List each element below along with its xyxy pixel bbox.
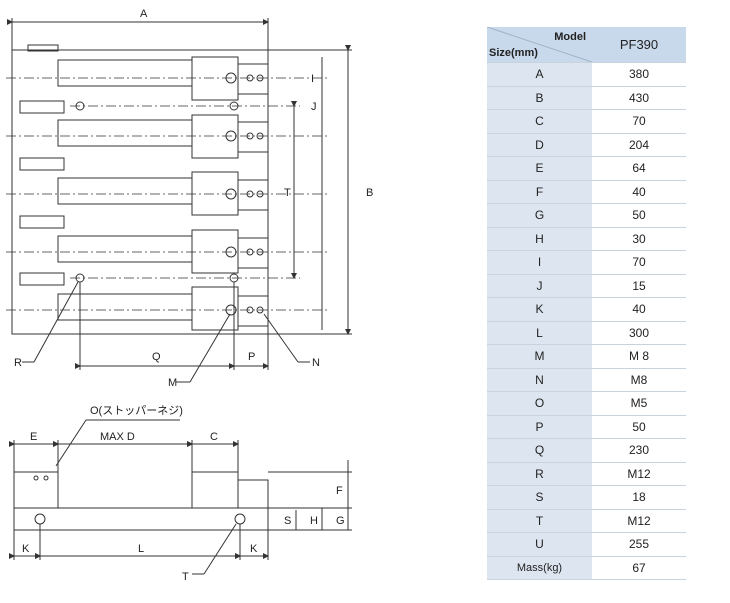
size-label: O <box>487 391 592 416</box>
size-label: H <box>487 227 592 251</box>
label-H: H <box>310 515 318 527</box>
table-row: Mass(kg)67 <box>487 556 686 580</box>
size-value: 204 <box>592 133 686 157</box>
size-label: U <box>487 532 592 557</box>
label-max-d: MAX D <box>100 431 135 443</box>
label-K-left: K <box>22 543 30 555</box>
size-value: 50 <box>592 415 686 439</box>
label-F: F <box>336 485 343 497</box>
size-label: Mass(kg) <box>487 556 592 580</box>
size-label: L <box>487 321 592 345</box>
size-value: M12 <box>592 462 686 486</box>
label-T-side: T <box>182 571 189 583</box>
size-value: 70 <box>592 109 686 134</box>
jaw-group <box>191 56 269 331</box>
size-label: M <box>487 344 592 369</box>
technical-drawing: A B I J T Q P R M N E MAX D C F G H S K … <box>6 8 373 583</box>
label-C: C <box>210 431 218 443</box>
size-label: E <box>487 156 592 181</box>
size-label: T <box>487 509 592 533</box>
header-model-label: Model <box>554 31 586 43</box>
size-label: K <box>487 297 592 322</box>
label-A: A <box>140 8 148 20</box>
label-N: N <box>312 357 320 369</box>
size-value: 380 <box>592 62 686 87</box>
label-stopper: O(ストッパーネジ) <box>90 404 183 417</box>
label-Q: Q <box>152 351 161 363</box>
size-label: R <box>487 462 592 486</box>
size-label: I <box>487 250 592 275</box>
top-view-frame <box>11 49 269 335</box>
label-M: M <box>168 377 177 389</box>
size-label: F <box>487 180 592 204</box>
size-value: 255 <box>592 532 686 557</box>
size-value: 15 <box>592 274 686 298</box>
size-label: B <box>487 86 592 110</box>
size-value: 40 <box>592 297 686 322</box>
size-value: 40 <box>592 180 686 204</box>
size-label: A <box>487 62 592 87</box>
size-label: C <box>487 109 592 134</box>
label-L: L <box>138 543 144 555</box>
size-value: 230 <box>592 438 686 463</box>
size-value: 50 <box>592 203 686 228</box>
size-label: S <box>487 485 592 510</box>
header-corner: Model Size(mm) <box>487 27 592 63</box>
size-value: M8 <box>592 368 686 392</box>
header-size-label: Size(mm) <box>489 47 538 59</box>
size-label: N <box>487 368 592 392</box>
label-B: B <box>366 187 373 199</box>
label-T: T <box>284 187 291 199</box>
size-label: Q <box>487 438 592 463</box>
label-J: J <box>311 101 317 113</box>
size-label: G <box>487 203 592 228</box>
label-I: I <box>311 73 314 85</box>
size-label: D <box>487 133 592 157</box>
size-value: 300 <box>592 321 686 345</box>
size-value: 70 <box>592 250 686 275</box>
side-view <box>13 471 269 531</box>
label-S: S <box>284 515 291 527</box>
size-label: P <box>487 415 592 439</box>
model-name: PF390 <box>592 27 686 63</box>
size-value: 18 <box>592 485 686 510</box>
size-value: 30 <box>592 227 686 251</box>
size-label: J <box>487 274 592 298</box>
size-value: M 8 <box>592 344 686 369</box>
size-value: 64 <box>592 156 686 181</box>
label-E: E <box>30 431 37 443</box>
label-K-right: K <box>250 543 258 555</box>
size-value: 430 <box>592 86 686 110</box>
size-value: M12 <box>592 509 686 533</box>
label-R: R <box>14 357 22 369</box>
size-value: M5 <box>592 391 686 416</box>
label-G: G <box>336 515 345 527</box>
label-P: P <box>248 351 255 363</box>
size-value: 67 <box>592 556 686 580</box>
